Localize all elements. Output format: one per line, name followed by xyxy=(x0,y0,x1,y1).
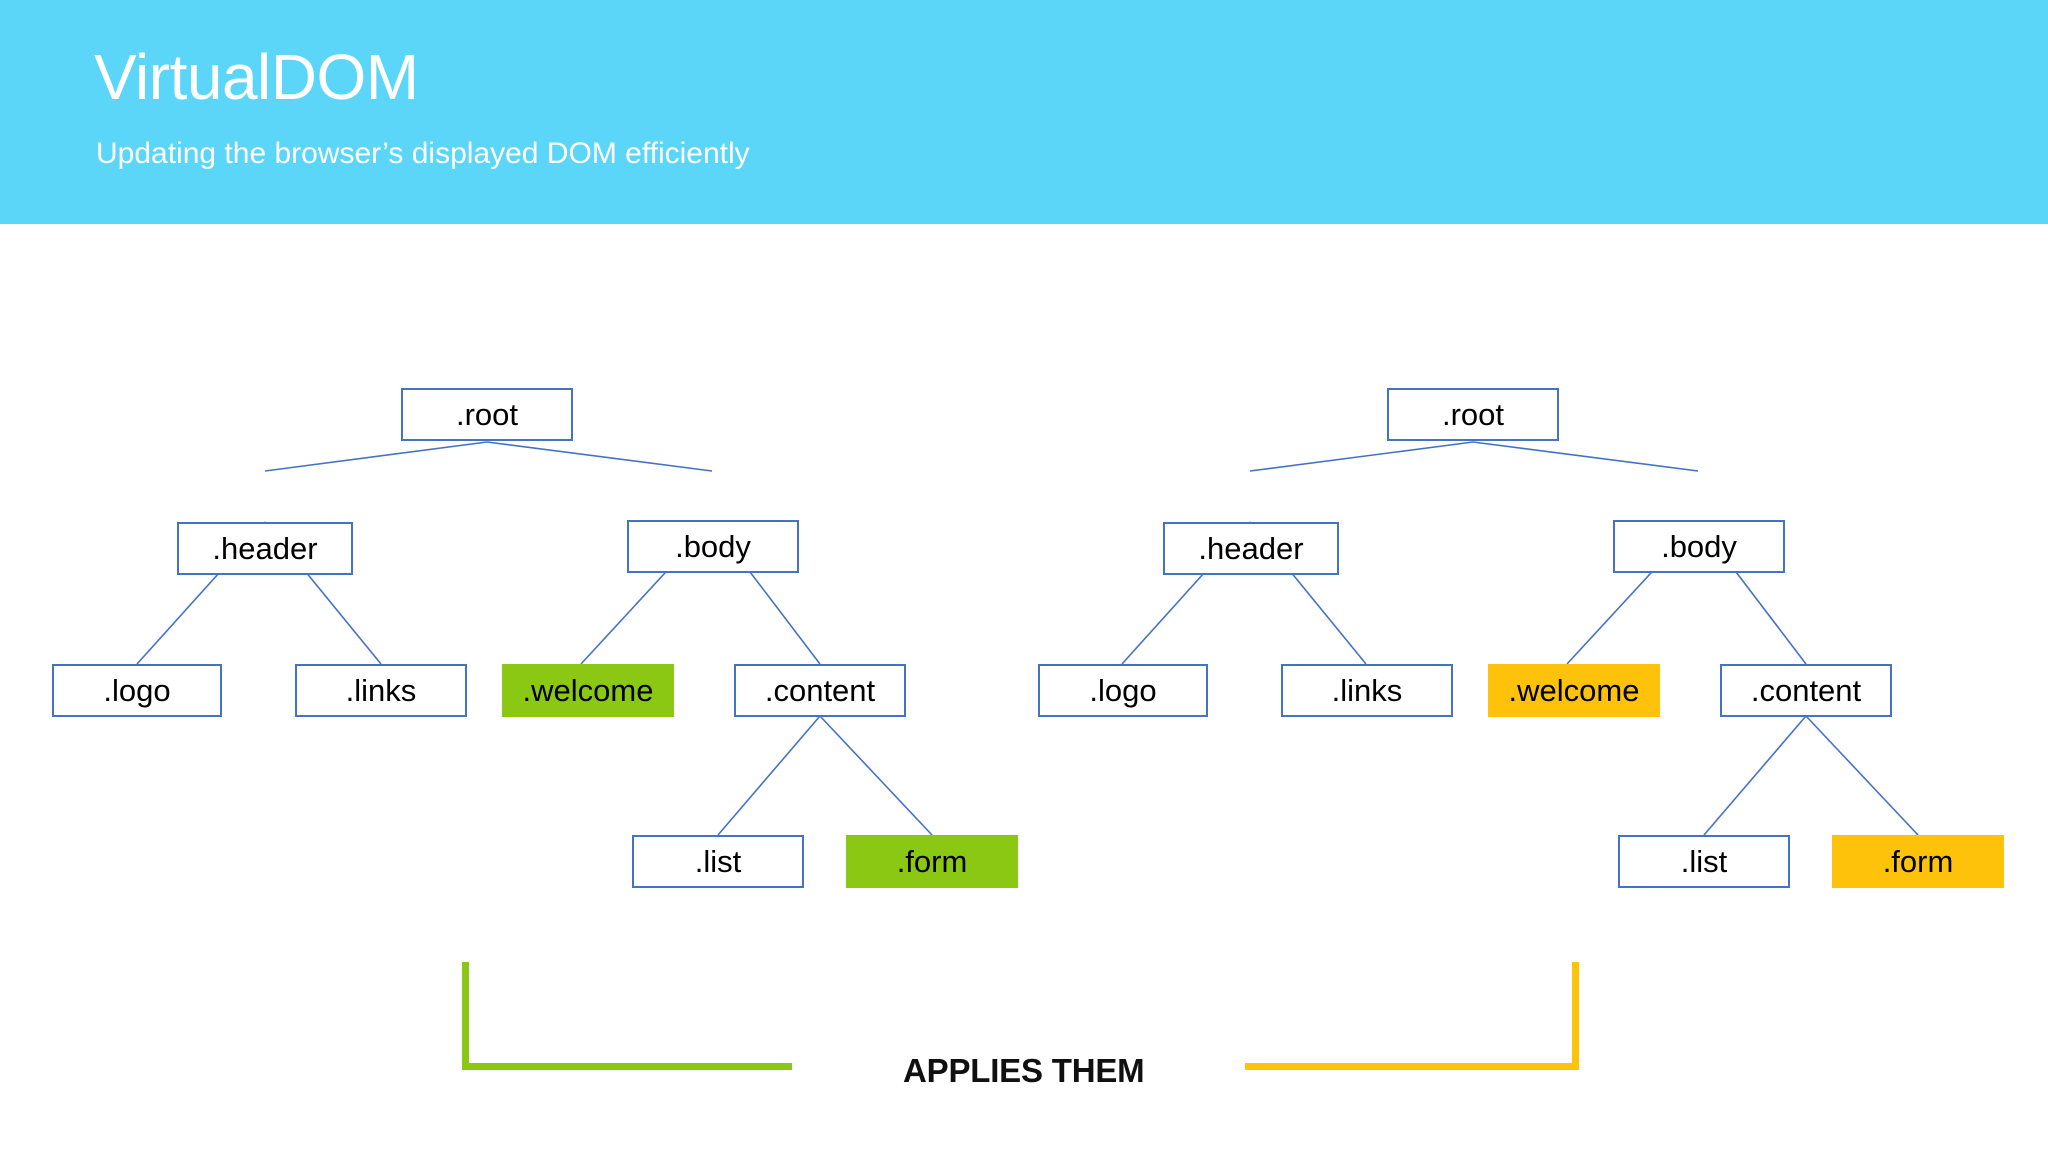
right-tree-node-welcome[interactable]: .welcome xyxy=(1488,664,1660,717)
left-tree-node-root[interactable]: .root xyxy=(401,388,573,441)
dom-tree-diagram: .root .header .body .logo .links .welcom… xyxy=(0,224,2048,1152)
right-tree-node-content[interactable]: .content xyxy=(1720,664,1892,717)
green-bracket-vertical xyxy=(462,962,469,1070)
green-bracket-horizontal xyxy=(462,1063,792,1070)
orange-bracket-horizontal xyxy=(1245,1063,1579,1070)
right-tree-node-root[interactable]: .root xyxy=(1387,388,1559,441)
left-tree-node-body[interactable]: .body xyxy=(627,520,799,573)
right-tree-node-header[interactable]: .header xyxy=(1163,522,1339,575)
page-subtitle: Updating the browser’s displayed DOM eff… xyxy=(96,137,750,170)
left-tree-node-links[interactable]: .links xyxy=(295,664,467,717)
page-title: VirtualDOM xyxy=(94,41,419,113)
right-tree-node-list[interactable]: .list xyxy=(1618,835,1790,888)
header-banner: VirtualDOM Updating the browser’s displa… xyxy=(0,0,2048,224)
left-tree-node-content[interactable]: .content xyxy=(734,664,906,717)
right-tree-node-body[interactable]: .body xyxy=(1613,520,1785,573)
left-tree-node-welcome[interactable]: .welcome xyxy=(502,664,674,717)
right-tree-node-links[interactable]: .links xyxy=(1281,664,1453,717)
right-tree-node-form[interactable]: .form xyxy=(1832,835,2004,888)
right-tree-node-logo[interactable]: .logo xyxy=(1038,664,1208,717)
applies-them-label: APPLIES THEM xyxy=(903,1052,1145,1089)
left-tree-node-list[interactable]: .list xyxy=(632,835,804,888)
orange-bracket-vertical xyxy=(1572,962,1579,1070)
left-tree-node-logo[interactable]: .logo xyxy=(52,664,222,717)
left-tree-node-form[interactable]: .form xyxy=(846,835,1018,888)
left-tree-node-header[interactable]: .header xyxy=(177,522,353,575)
